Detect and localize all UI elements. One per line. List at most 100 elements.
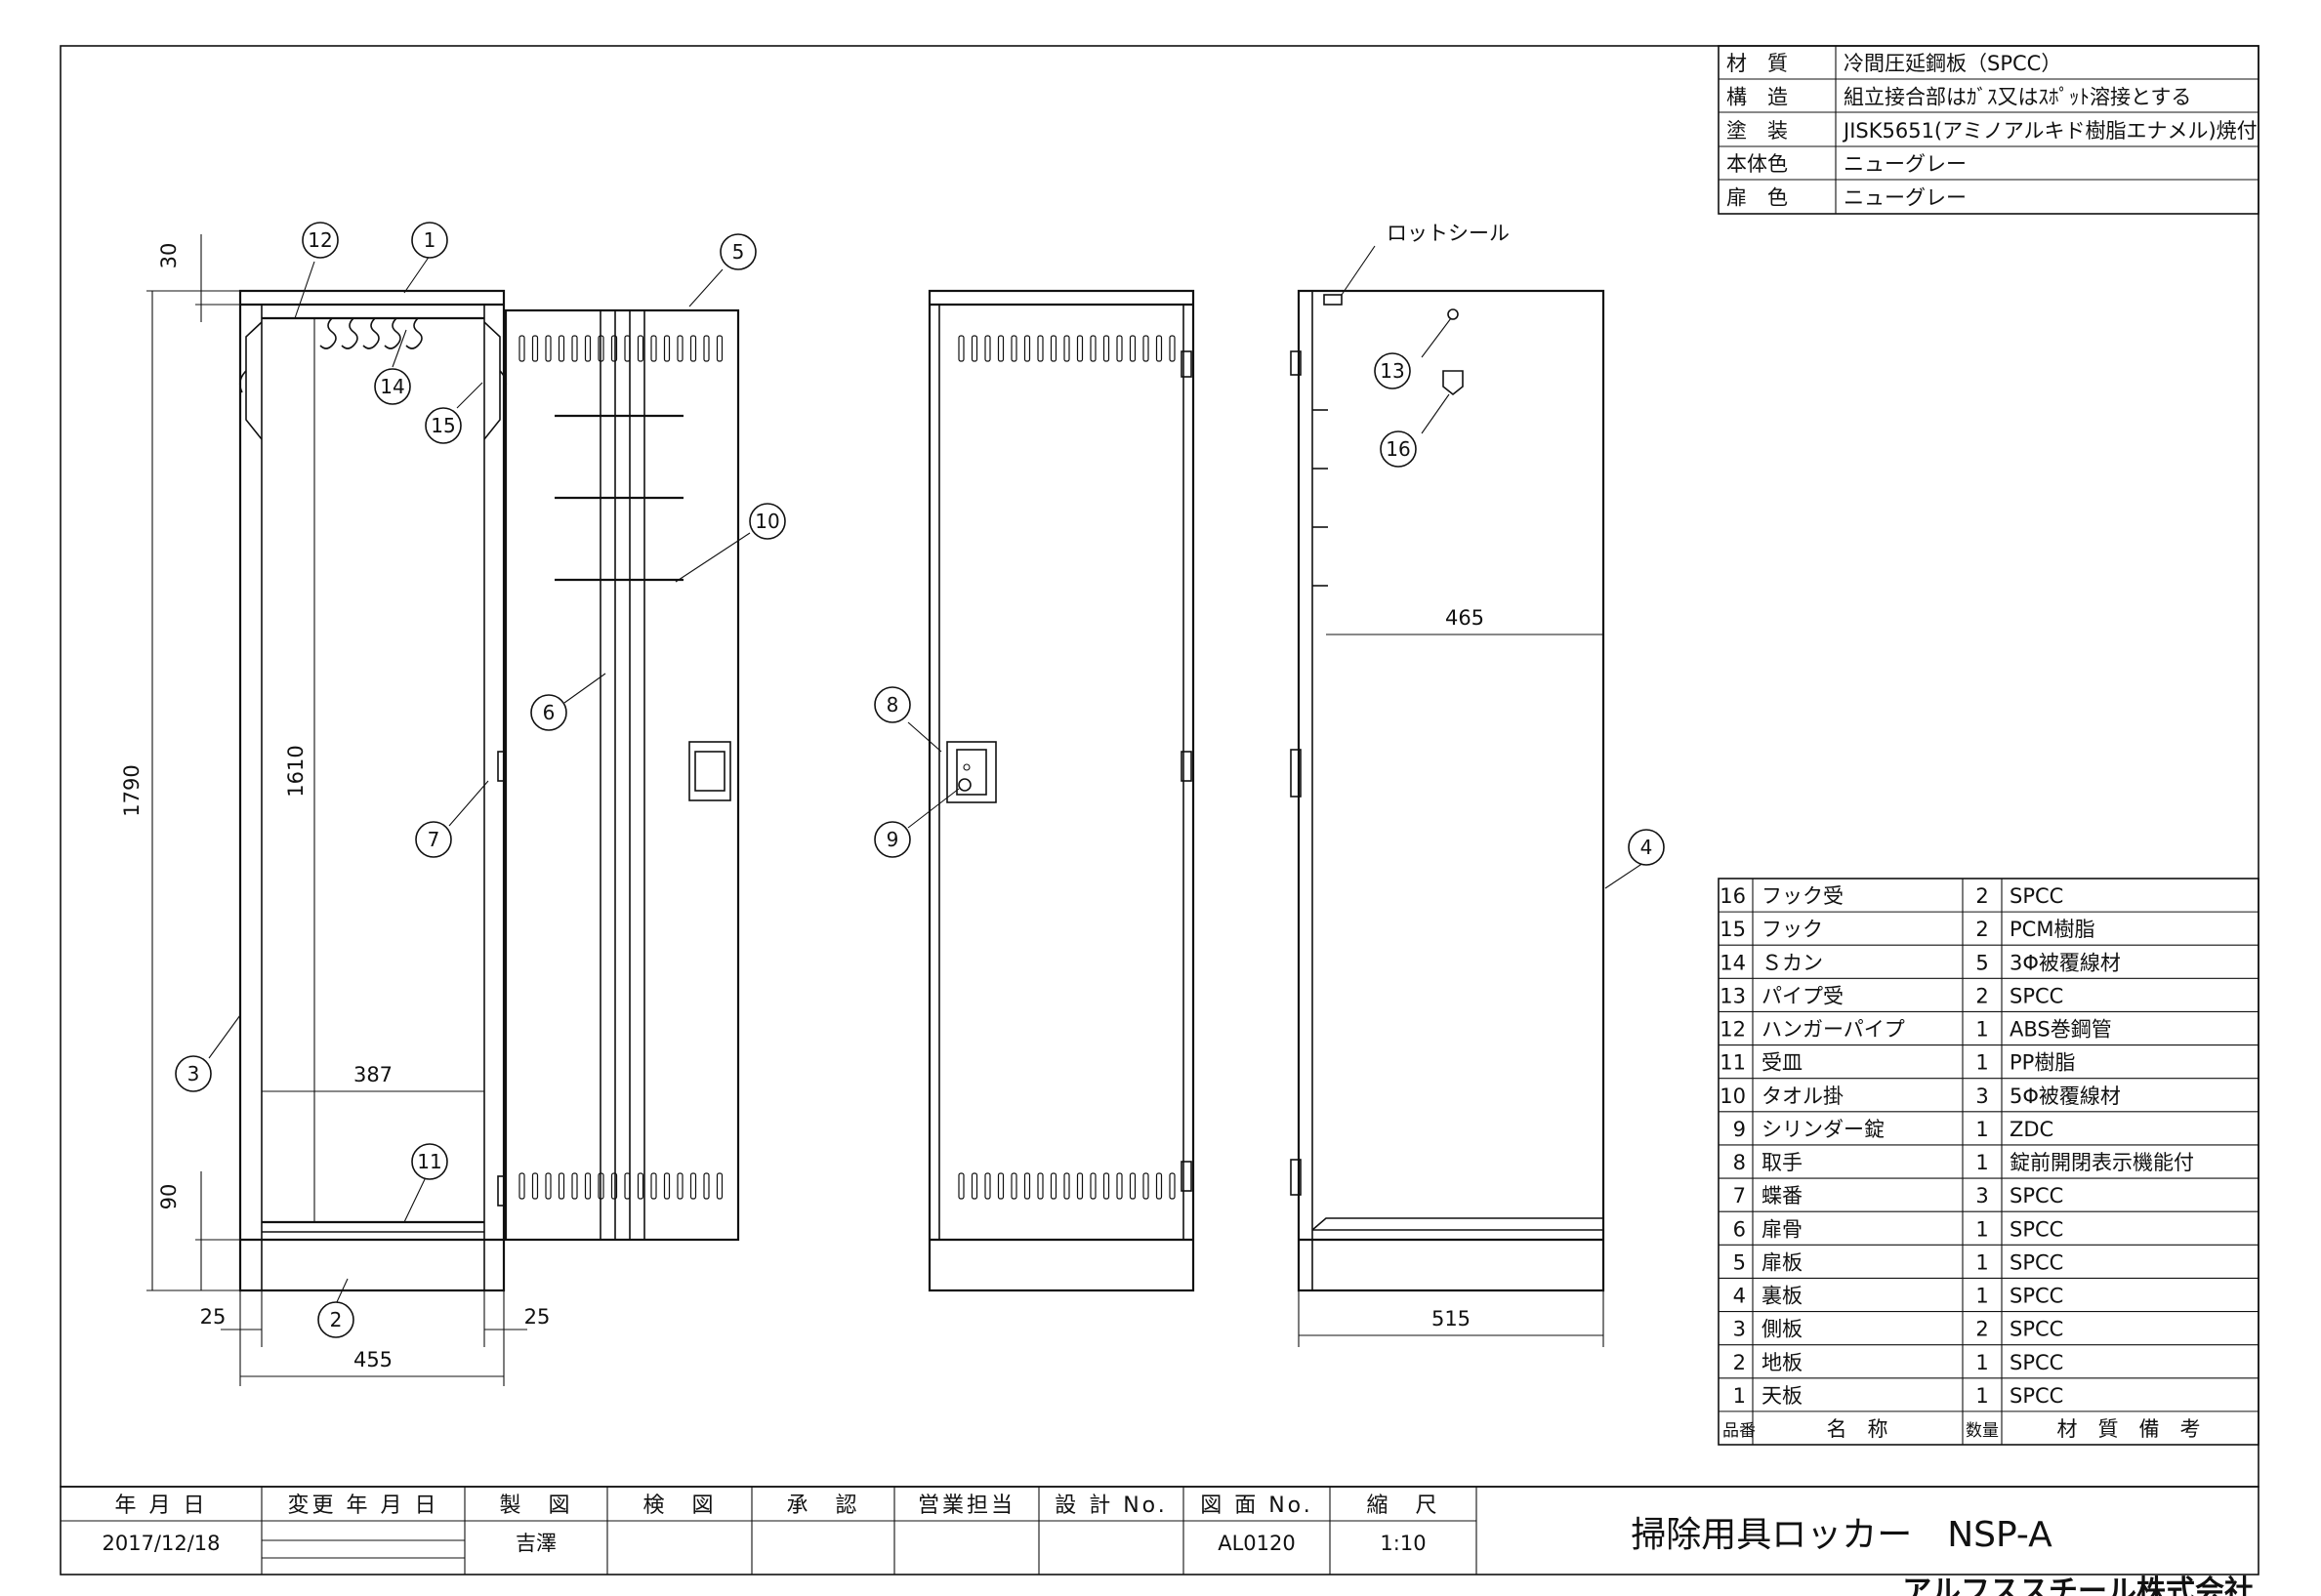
dim-side-left: 25 — [200, 1305, 227, 1329]
callout-balloon: 5 — [720, 233, 757, 270]
part-no: 16 — [1720, 884, 1746, 908]
vent-slot — [1142, 1172, 1149, 1200]
callout-balloon: 13 — [1374, 352, 1411, 389]
title-header: 年 月 日 — [115, 1494, 208, 1518]
dim-top: 30 — [157, 243, 181, 269]
vent-slot — [624, 1172, 631, 1200]
vent-slot — [1102, 335, 1110, 362]
callout-number: 15 — [431, 414, 455, 437]
sheet-border — [60, 45, 2259, 1488]
vent-slot — [637, 335, 644, 362]
side-body — [1297, 289, 1605, 1292]
vent-slot — [1063, 335, 1070, 362]
vent-slot — [598, 335, 604, 362]
part-no: 2 — [1733, 1351, 1746, 1374]
vent-slot — [637, 1172, 644, 1200]
part-qty: 1 — [1975, 1217, 1988, 1241]
title-header: 図 面 No. — [1200, 1494, 1313, 1518]
vent-slot — [1011, 1172, 1017, 1200]
vent-slot — [958, 335, 965, 362]
spec-value: 組立接合部はｶﾞｽ又はｽﾎﾟｯﾄ溶接とする — [1844, 85, 2191, 108]
callout-number: 10 — [755, 510, 779, 533]
part-qty: 2 — [1975, 984, 1988, 1007]
dim-width: 455 — [353, 1348, 393, 1371]
cylinder-lock — [958, 778, 972, 792]
callout-balloon: 1 — [411, 222, 448, 259]
part-qty: 1 — [1975, 1250, 1988, 1274]
callout-balloon: 3 — [175, 1055, 212, 1092]
callout-balloon: 4 — [1628, 829, 1665, 866]
vent-slot — [703, 335, 710, 362]
vent-slot — [1169, 1172, 1176, 1200]
dim-base: 90 — [157, 1184, 181, 1210]
part-note: PCM樹脂 — [2010, 918, 2094, 941]
part-no: 6 — [1733, 1217, 1746, 1241]
part-no: 7 — [1733, 1184, 1746, 1207]
part-qty: 2 — [1975, 1318, 1988, 1341]
vent-slot — [545, 1172, 552, 1200]
part-qty: 1 — [1975, 1018, 1988, 1042]
vent-slot — [531, 1172, 539, 1200]
spec-label: 扉 色 — [1726, 186, 1788, 210]
vent-slot — [610, 335, 618, 362]
vent-slot — [1155, 1172, 1163, 1200]
part-note: SPCC — [2010, 1184, 2063, 1207]
vent-slot — [677, 335, 684, 362]
vent-slot — [1169, 335, 1176, 362]
vent-slot — [610, 1172, 618, 1200]
material-spec-table: 材 質冷間圧延鋼板（SPCC）構 造組立接合部はｶﾞｽ又はｽﾎﾟｯﾄ溶接とする塗… — [1718, 45, 2259, 215]
callout-balloon: 11 — [411, 1143, 448, 1180]
vent-slot — [545, 335, 552, 362]
part-name: パイプ受 — [1761, 984, 1844, 1007]
vent-slot — [663, 335, 671, 362]
front-view — [928, 289, 1195, 1292]
vent-slot — [689, 335, 697, 362]
part-note: SPCC — [2010, 1318, 2063, 1341]
side-view: ロットシール — [1290, 222, 1605, 1292]
callout-balloon: 10 — [749, 503, 786, 540]
part-note: SPCC — [2010, 1217, 2063, 1241]
vent-slot — [1116, 335, 1123, 362]
part-name: シリンダー錠 — [1761, 1118, 1885, 1141]
callout-number: 13 — [1380, 359, 1404, 383]
part-note: SPCC — [2010, 1250, 2063, 1274]
part-qty: 1 — [1975, 1118, 1988, 1141]
callout-balloon: 2 — [317, 1301, 354, 1338]
part-qty: 2 — [1975, 918, 1988, 941]
callout-balloon: 16 — [1380, 430, 1417, 468]
dim-depth: 515 — [1431, 1307, 1471, 1330]
part-note: 錠前開閉表示機能付 — [2010, 1151, 2194, 1174]
part-note: SPCC — [2010, 984, 2063, 1007]
spec-value: ニューグレー — [1844, 152, 1967, 176]
callout-balloon: 12 — [302, 222, 339, 259]
part-qty: 5 — [1975, 951, 1988, 974]
parts-header-note: 材 質 備 考 — [2057, 1417, 2201, 1441]
callout-number: 4 — [1640, 836, 1653, 859]
part-name: 側板 — [1761, 1318, 1803, 1341]
vent-slot — [1076, 335, 1084, 362]
part-name: 裏板 — [1761, 1285, 1803, 1308]
part-no: 9 — [1733, 1118, 1746, 1141]
lot-seal-label: ロットシール — [1387, 222, 1510, 245]
part-note: 3Φ被覆線材 — [2010, 951, 2121, 974]
vent-slot — [971, 335, 978, 362]
open-door — [504, 308, 740, 1242]
dim-depth-inner: 465 — [1445, 606, 1484, 630]
dim-height: 1790 — [120, 764, 144, 816]
parts-header-no: 品番 — [1722, 1421, 1756, 1441]
dim-side-right: 25 — [524, 1305, 551, 1329]
s-hooks — [319, 317, 423, 349]
part-name: 受皿 — [1761, 1051, 1803, 1075]
callout-number: 2 — [330, 1308, 343, 1331]
part-note: SPCC — [2010, 1351, 2063, 1374]
part-name: フック — [1761, 918, 1823, 941]
part-name: 扉板 — [1761, 1250, 1803, 1274]
part-no: 8 — [1733, 1151, 1746, 1174]
part-qty: 1 — [1975, 1384, 1988, 1408]
vent-slot — [1037, 1172, 1044, 1200]
front-body — [928, 289, 1195, 1292]
vent-slot — [997, 1172, 1005, 1200]
part-note: 5Φ被覆線材 — [2010, 1084, 2121, 1108]
